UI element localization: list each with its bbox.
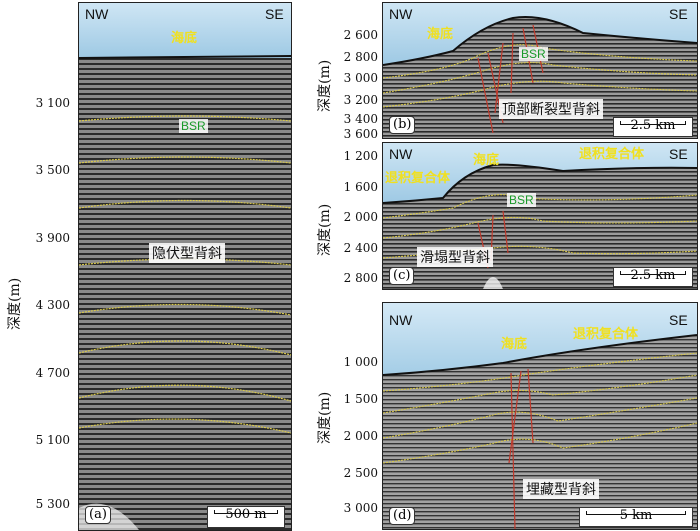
panel-c-seismic-image: NW SE 海底 退积复合体 退积复合体 BSR 滑塌型背斜 (c) 2.5 k… [382, 142, 698, 290]
panel-a-tick-3500: 3 500 [35, 163, 70, 177]
panel-a-bsr-label: BSR [179, 119, 208, 133]
panel-b-seismic-image: NW SE 海底 BSR 顶部断裂型背斜 (b) 2.5 km [382, 2, 698, 139]
panel-c-tick-1600: 1 600 [343, 180, 378, 194]
panel-d-seismic-image: NW SE 海底 退积复合体 埋藏型背斜 (d) 5 km [382, 302, 698, 530]
panel-d-seafloor-label: 海底 [501, 337, 528, 352]
panel-a-tick-5300: 5 300 [35, 497, 70, 511]
panel-b-scale-bar: 2.5 km [613, 117, 693, 137]
panel-a-panel-label: (a) [85, 506, 111, 524]
panel-a-seafloor-label: 海底 [171, 31, 198, 46]
panel-c-scale-label: 2.5 km [630, 268, 676, 283]
panel-b-tick-3400: 3 400 [343, 112, 378, 126]
panel-b-panel-label: (b) [389, 116, 416, 134]
panel-d-scale-bar-line [586, 511, 686, 515]
panel-b-se-label: SE [669, 6, 688, 22]
panel-b-scale-bar-line [620, 121, 686, 125]
panel-d-scale-bar: 5 km [579, 507, 693, 527]
panel-c-nw-label: NW [389, 146, 413, 162]
panel-c-scale-bar-line [620, 271, 686, 275]
panel-d-panel-label: (d) [389, 507, 416, 525]
panel-b-scale-label: 2.5 km [630, 118, 676, 133]
panel-d-tick-2500: 2 500 [343, 466, 378, 480]
panel-c-tick-2400: 2 400 [343, 241, 378, 255]
panel-a-seismic-graphic [79, 3, 291, 530]
panel-d-scale-label: 5 km [619, 508, 653, 523]
panel-d-se-label: SE [669, 312, 688, 328]
panel-d-seismic-graphic [383, 303, 697, 529]
panel-b-nw-label: NW [389, 6, 413, 22]
panel-d-tick-1500: 1 500 [343, 392, 378, 406]
panel-b-tick-3200: 3 200 [343, 93, 378, 107]
panel-a-nw-label: NW [85, 6, 109, 22]
panel-a-tick-3900: 3 900 [35, 231, 70, 245]
panel-c-retro-label-left: 退积复合体 [385, 171, 451, 186]
panel-b-structure-label: 顶部断裂型背斜 [499, 99, 603, 119]
panel-b-bsr-label: BSR [519, 47, 548, 61]
panel-a-scale-bar-line [214, 510, 278, 514]
panel-a-tick-3100: 3 100 [35, 96, 70, 110]
panel-d-tick-2000: 2 000 [343, 429, 378, 443]
panel-a-scale-bar: 500 m [207, 506, 285, 528]
panel-d-structure-label: 埋藏型背斜 [523, 479, 599, 499]
panel-d-nw-label: NW [389, 312, 413, 328]
panel-c-se-label: SE [669, 146, 688, 162]
panel-c-bsr-label: BSR [507, 193, 536, 207]
panel-b-tick-2800: 2 800 [343, 50, 378, 64]
panel-b-tick-2600: 2 600 [343, 28, 378, 42]
panel-a-tick-5100: 5 100 [35, 433, 70, 447]
panel-c-retro-label-right: 退积复合体 [579, 147, 645, 162]
panel-d-retro-label: 退积复合体 [573, 327, 639, 342]
panel-d-tick-3000: 3 000 [343, 501, 378, 515]
panel-c-tick-2000: 2 000 [343, 210, 378, 224]
panel-c-panel-label: (c) [389, 267, 415, 285]
panel-a-tick-4700: 4 700 [35, 366, 70, 380]
panel-a-depth-axis-label: 深度(m) [7, 277, 23, 330]
panel-a-structure-label: 隐伏型背斜 [149, 243, 225, 263]
panel-c-tick-1200: 1 200 [343, 149, 378, 163]
panel-c-tick-2800: 2 800 [343, 271, 378, 285]
panel-b-seismic-graphic [383, 3, 697, 138]
panel-b-tick-3000: 3 000 [343, 71, 378, 85]
panel-a-tick-4300: 4 300 [35, 298, 70, 312]
panel-c-scale-bar: 2.5 km [613, 267, 693, 287]
panel-a-seismic-image: NW SE 海底 BSR 隐伏型背斜 (a) 500 m [78, 2, 292, 531]
panel-b-tick-3600: 3 600 [343, 127, 378, 141]
panel-d-tick-1000: 1 000 [343, 355, 378, 369]
panel-c-seafloor-label: 海底 [473, 153, 500, 168]
panel-a-scale-label: 500 m [225, 507, 267, 522]
panel-c-structure-label: 滑塌型背斜 [417, 247, 493, 267]
panel-a-se-label: SE [265, 6, 284, 22]
panel-b-seafloor-label: 海底 [427, 27, 454, 42]
